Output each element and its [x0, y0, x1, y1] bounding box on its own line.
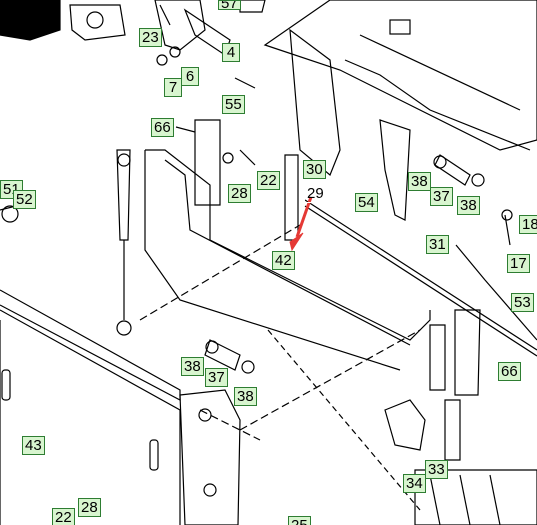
callout-33: 33 [425, 460, 448, 479]
callout-66-right: 66 [498, 362, 521, 381]
callout-25: 25 [288, 516, 311, 525]
callout-53: 53 [511, 293, 534, 312]
callout-42: 42 [272, 251, 295, 270]
callout-55: 55 [222, 95, 245, 114]
callout-7-top: 7 [164, 78, 182, 97]
callout-17: 17 [507, 254, 530, 273]
callout-37-bottom: 37 [205, 368, 228, 387]
callout-31: 31 [426, 235, 449, 254]
callout-6: 6 [181, 67, 199, 86]
callout-34: 34 [403, 474, 426, 493]
callout-37-top: 37 [430, 187, 453, 206]
callout-57: 57 [218, 0, 241, 10]
callout-29: 29 [304, 184, 327, 203]
callout-4: 4 [222, 43, 240, 62]
callout-52: 52 [13, 190, 36, 209]
callout-38-top-right: 38 [457, 196, 480, 215]
callout-66-left: 66 [151, 118, 174, 137]
callout-38-bottom-left: 38 [181, 357, 204, 376]
callout-28-mid: 28 [228, 184, 251, 203]
callout-54: 54 [355, 193, 378, 212]
callout-22-mid: 22 [257, 171, 280, 190]
callout-18: 18 [519, 215, 537, 234]
callout-38-top-left: 38 [408, 172, 431, 191]
callout-22-bottom: 22 [52, 508, 75, 525]
callout-43: 43 [22, 436, 45, 455]
callout-23: 23 [139, 28, 162, 47]
callout-28-bottom: 28 [78, 498, 101, 517]
callout-30: 30 [303, 160, 326, 179]
callout-38-bottom-right: 38 [234, 387, 257, 406]
